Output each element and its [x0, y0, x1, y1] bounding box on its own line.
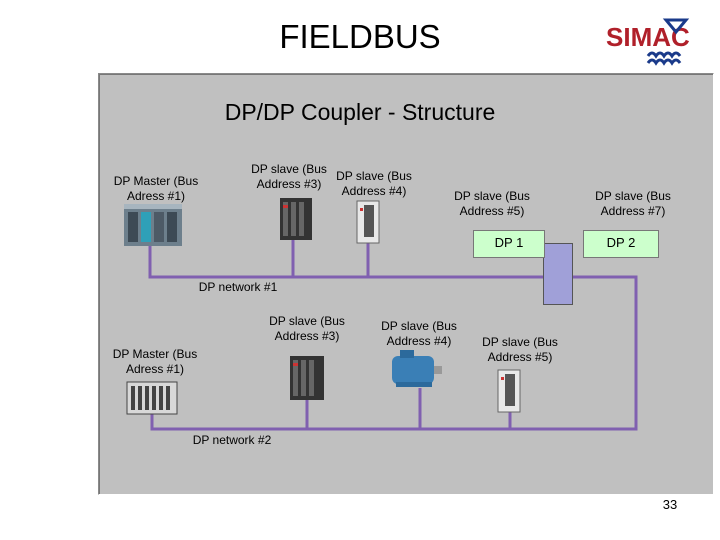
dp-dp-coupler [543, 243, 573, 305]
upper-master-text: DP Master (Bus Adress #1) [113, 174, 199, 203]
logo-text: SIMAC [606, 22, 690, 52]
upper-slave7-text: DP slave (Bus Address #7) [595, 189, 671, 218]
logo-chevron-shape [662, 18, 690, 35]
diagram-panel [98, 73, 714, 495]
upper-slave4-label: DP slave (Bus Address #4) [330, 169, 418, 199]
network-2-label: DP network #2 [192, 433, 272, 447]
lower-slave3-text: DP slave (Bus Address #3) [269, 314, 345, 343]
network-2-line [150, 275, 638, 431]
page-number: 33 [662, 497, 678, 512]
logo-wave-shape-2 [646, 58, 682, 66]
upper-slave4-text: DP slave (Bus Address #4) [336, 169, 412, 198]
upper-slave5-text: DP slave (Bus Address #5) [454, 189, 530, 218]
upper-slave5-label: DP slave (Bus Address #5) [448, 189, 536, 219]
network-1-label: DP network #1 [198, 280, 278, 294]
diagram-title: DP/DP Coupler - Structure [224, 99, 496, 125]
lower-slave4-label: DP slave (Bus Address #4) [375, 319, 463, 349]
network-1-line [148, 246, 545, 279]
upper-slave3-text: DP slave (Bus Address #3) [251, 162, 327, 191]
lower-master-label: DP Master (Bus Adress #1) [108, 347, 202, 377]
lower-slave3-label: DP slave (Bus Address #3) [263, 314, 351, 344]
lower-slave4-text: DP slave (Bus Address #4) [381, 319, 457, 348]
logo-wave-shape [646, 51, 682, 59]
upper-master-label: DP Master (Bus Adress #1) [112, 174, 200, 204]
lower-slave5-text: DP slave (Bus Address #5) [482, 335, 558, 364]
simac-logo-graphic: SIMAC [606, 18, 690, 66]
slide-title: FIELDBUS [279, 18, 441, 55]
simac-logo: SIMAC [604, 16, 712, 68]
upper-slave7-label: DP slave (Bus Address #7) [589, 189, 677, 219]
lower-master-text: DP Master (Bus Adress #1) [112, 347, 198, 376]
dp2-label: DP 2 [583, 230, 659, 258]
lower-slave5-label: DP slave (Bus Address #5) [476, 335, 564, 365]
dp1-label: DP 1 [473, 230, 545, 258]
upper-slave3-label: DP slave (Bus Address #3) [245, 162, 333, 192]
